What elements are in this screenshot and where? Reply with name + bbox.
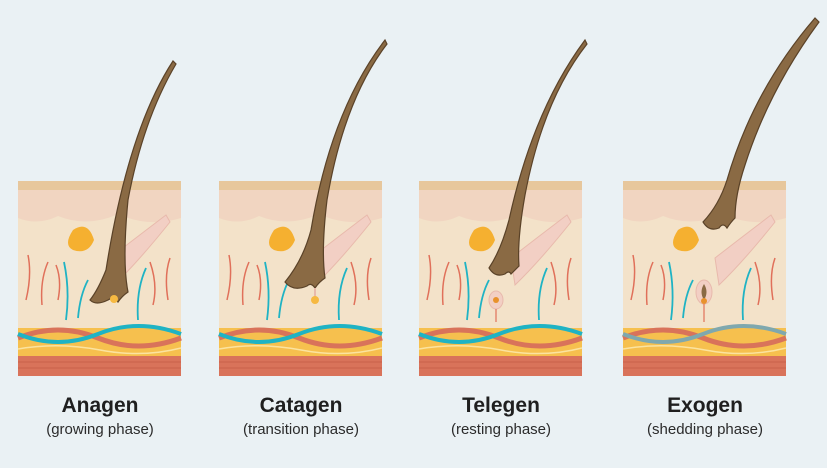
phase-title: Exogen <box>667 394 743 417</box>
phase-description: (growing phase) <box>46 421 154 438</box>
anagen-illustration <box>17 60 182 376</box>
phase-telegen: Telegen (resting phase) <box>418 0 619 468</box>
phase-title: Telegen <box>462 394 540 417</box>
catagen-illustration <box>218 38 388 376</box>
phase-description: (transition phase) <box>243 421 359 438</box>
phase-exogen: Exogen (shedding phase) <box>622 0 823 468</box>
phase-anagen: Anagen (growing phase) <box>17 0 218 468</box>
phase-title: Anagen <box>61 394 139 417</box>
exogen-illustration <box>622 17 820 376</box>
phase-description: (shedding phase) <box>647 421 763 438</box>
phase-description: (resting phase) <box>450 421 552 438</box>
phase-catagen: Catagen (transition phase) <box>218 0 419 468</box>
phase-title: Catagen <box>259 394 343 417</box>
telegen-illustration <box>418 38 588 376</box>
